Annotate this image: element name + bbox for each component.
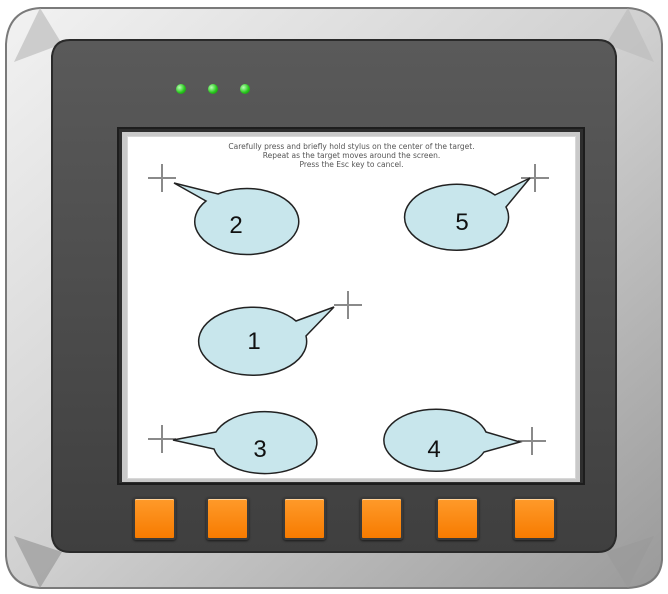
function-key-2[interactable]: [206, 497, 249, 540]
crosshair-target-3[interactable]: [148, 425, 176, 453]
calibration-instructions: Carefully press and briefly hold stylus …: [127, 142, 576, 169]
callout-label-2: 2: [229, 212, 243, 239]
function-key-1[interactable]: [133, 497, 176, 540]
function-key-5[interactable]: [436, 497, 479, 540]
function-key-4[interactable]: [360, 497, 403, 540]
crosshair-target-1[interactable]: [334, 291, 362, 319]
callout-label-1: 1: [247, 328, 261, 355]
instruction-line: Press the Esc key to cancel.: [299, 160, 404, 169]
crosshair-target-5[interactable]: [521, 164, 549, 192]
status-led-1: [176, 84, 186, 94]
crosshair-target-4[interactable]: [518, 427, 546, 455]
callout-label-5: 5: [455, 209, 469, 236]
callout-label-4: 4: [427, 436, 441, 463]
instruction-line: Carefully press and briefly hold stylus …: [228, 142, 475, 151]
status-led-2: [208, 84, 218, 94]
instruction-line: Repeat as the target moves around the sc…: [262, 151, 441, 160]
status-led-3: [240, 84, 250, 94]
callout-label-3: 3: [253, 436, 267, 463]
function-key-3[interactable]: [283, 497, 326, 540]
crosshair-target-2[interactable]: [148, 164, 176, 192]
function-key-6[interactable]: [513, 497, 556, 540]
